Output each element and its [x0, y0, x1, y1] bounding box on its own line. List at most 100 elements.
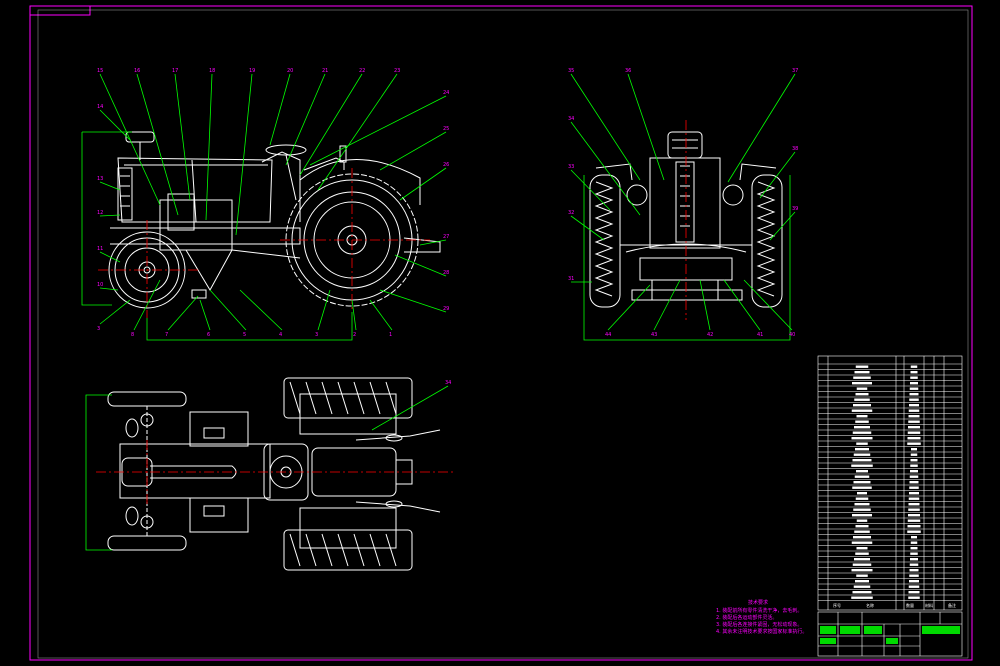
- parts-entry-mark: [854, 558, 870, 561]
- leader-line: [607, 284, 651, 331]
- leader-line: [99, 181, 121, 191]
- parts-entry-mark: [855, 420, 869, 423]
- callout-label: 22: [359, 68, 365, 74]
- parts-entry-mark: [852, 486, 872, 489]
- parts-list-entries: [851, 365, 921, 599]
- leader-line: [209, 289, 247, 331]
- callout-label: 26: [443, 162, 449, 168]
- parts-entry-mark: [855, 525, 869, 528]
- parts-entry-mark: [908, 503, 920, 506]
- front-view-leaders: [570, 73, 796, 331]
- parts-entry-mark: [857, 492, 867, 495]
- leader-line: [309, 95, 447, 166]
- callout-label: 17: [172, 68, 178, 74]
- leader-line: [99, 214, 121, 217]
- parts-entry-mark: [908, 508, 920, 511]
- leader-line: [759, 151, 796, 199]
- parts-entry-mark: [909, 563, 919, 566]
- leader-line: [371, 385, 449, 431]
- side-view-centerlines: [98, 168, 430, 318]
- callout-label: 33: [568, 164, 574, 170]
- callout-label: 21: [322, 68, 328, 74]
- parts-entry-mark: [852, 431, 872, 434]
- parts-entry-mark: [852, 591, 872, 594]
- leader-line: [136, 73, 179, 216]
- parts-entry-mark: [854, 503, 870, 506]
- leader-line: [351, 299, 357, 331]
- callout-label: 31: [568, 276, 574, 282]
- note-line-3: 3. 装配后各连接件紧固，无松动现象。: [716, 621, 802, 628]
- callout-label: 18: [209, 68, 215, 74]
- callout-label: 24: [443, 90, 449, 96]
- leader-line: [627, 73, 665, 181]
- leader-line: [570, 73, 641, 181]
- parts-entry-mark: [910, 547, 918, 550]
- parts-entry-mark: [908, 415, 920, 418]
- parts-entry-mark: [909, 569, 919, 572]
- parts-entry-mark: [853, 404, 871, 407]
- parts-entry-mark: [854, 398, 870, 401]
- notes-heading: 技术要求: [748, 599, 768, 606]
- callout-label: 44: [605, 332, 611, 338]
- parts-entry-mark: [907, 437, 921, 440]
- parts-entry-mark: [853, 481, 871, 484]
- parts-entry-mark: [909, 580, 919, 583]
- parts-entry-mark: [910, 453, 918, 456]
- parts-entry-mark: [854, 530, 870, 533]
- side-view-dimensions: [81, 131, 353, 341]
- callout-label: 12: [97, 210, 103, 216]
- callout-label: 38: [792, 146, 798, 152]
- parts-entry-mark: [855, 580, 869, 583]
- parts-entry-mark: [908, 497, 920, 500]
- callout-label: 4: [279, 332, 282, 338]
- callout-label: 2: [353, 332, 356, 338]
- callout-label: 42: [707, 332, 713, 338]
- parts-entry-mark: [909, 481, 919, 484]
- parts-list-header: 序号 名称 数量 材料 备注: [833, 602, 956, 608]
- parts-entry-mark: [907, 525, 921, 528]
- leader-line: [239, 289, 283, 331]
- parts-list-table: [817, 355, 963, 611]
- callout-label: 41: [757, 332, 763, 338]
- leader-line: [299, 73, 363, 176]
- parts-entry-mark: [910, 541, 918, 544]
- leader-line: [317, 289, 331, 331]
- callout-label: 20: [287, 68, 293, 74]
- callout-label: 16: [134, 68, 140, 74]
- parts-entry-mark: [854, 426, 870, 429]
- leader-line: [394, 254, 447, 277]
- leader-line: [133, 279, 161, 331]
- note-line-2: 2. 装配后各运动部件灵活。: [716, 614, 777, 621]
- parts-entry-mark: [853, 536, 871, 539]
- parts-entry-mark: [851, 437, 873, 440]
- leader-line: [205, 73, 213, 221]
- title-block: [817, 611, 963, 657]
- parts-entry-mark: [907, 530, 921, 533]
- parts-entry-mark: [856, 387, 868, 390]
- note-line-4: 4. 其余未注明技术要求按国家标准执行。: [716, 628, 807, 635]
- callout-label: 13: [97, 176, 103, 182]
- parts-entry-mark: [856, 442, 868, 445]
- leader-line: [99, 109, 131, 141]
- callout-label: 6: [207, 332, 210, 338]
- leader-line: [99, 251, 121, 263]
- top-view-leaders: [371, 385, 449, 431]
- parts-entry-mark: [855, 365, 869, 368]
- parts-entry-mark: [856, 519, 868, 522]
- leader-line: [269, 73, 291, 146]
- parts-entry-mark: [909, 387, 919, 390]
- callout-label: 19: [249, 68, 255, 74]
- parts-entry-mark: [856, 415, 868, 418]
- parts-entry-mark: [852, 459, 872, 462]
- parts-entry-mark: [910, 552, 918, 555]
- parts-entry-mark: [852, 382, 872, 385]
- parts-entry-mark: [910, 365, 918, 368]
- callout-label: 8: [131, 332, 134, 338]
- parts-entry-mark: [910, 558, 918, 561]
- technical-notes: 技术要求 1. 装配前所有零件清洗干净，去毛刺。 2. 装配后各运动部件灵活。 …: [716, 599, 807, 635]
- callout-label: 35: [568, 68, 574, 74]
- parts-entry-mark: [908, 420, 920, 423]
- leader-line: [769, 211, 796, 241]
